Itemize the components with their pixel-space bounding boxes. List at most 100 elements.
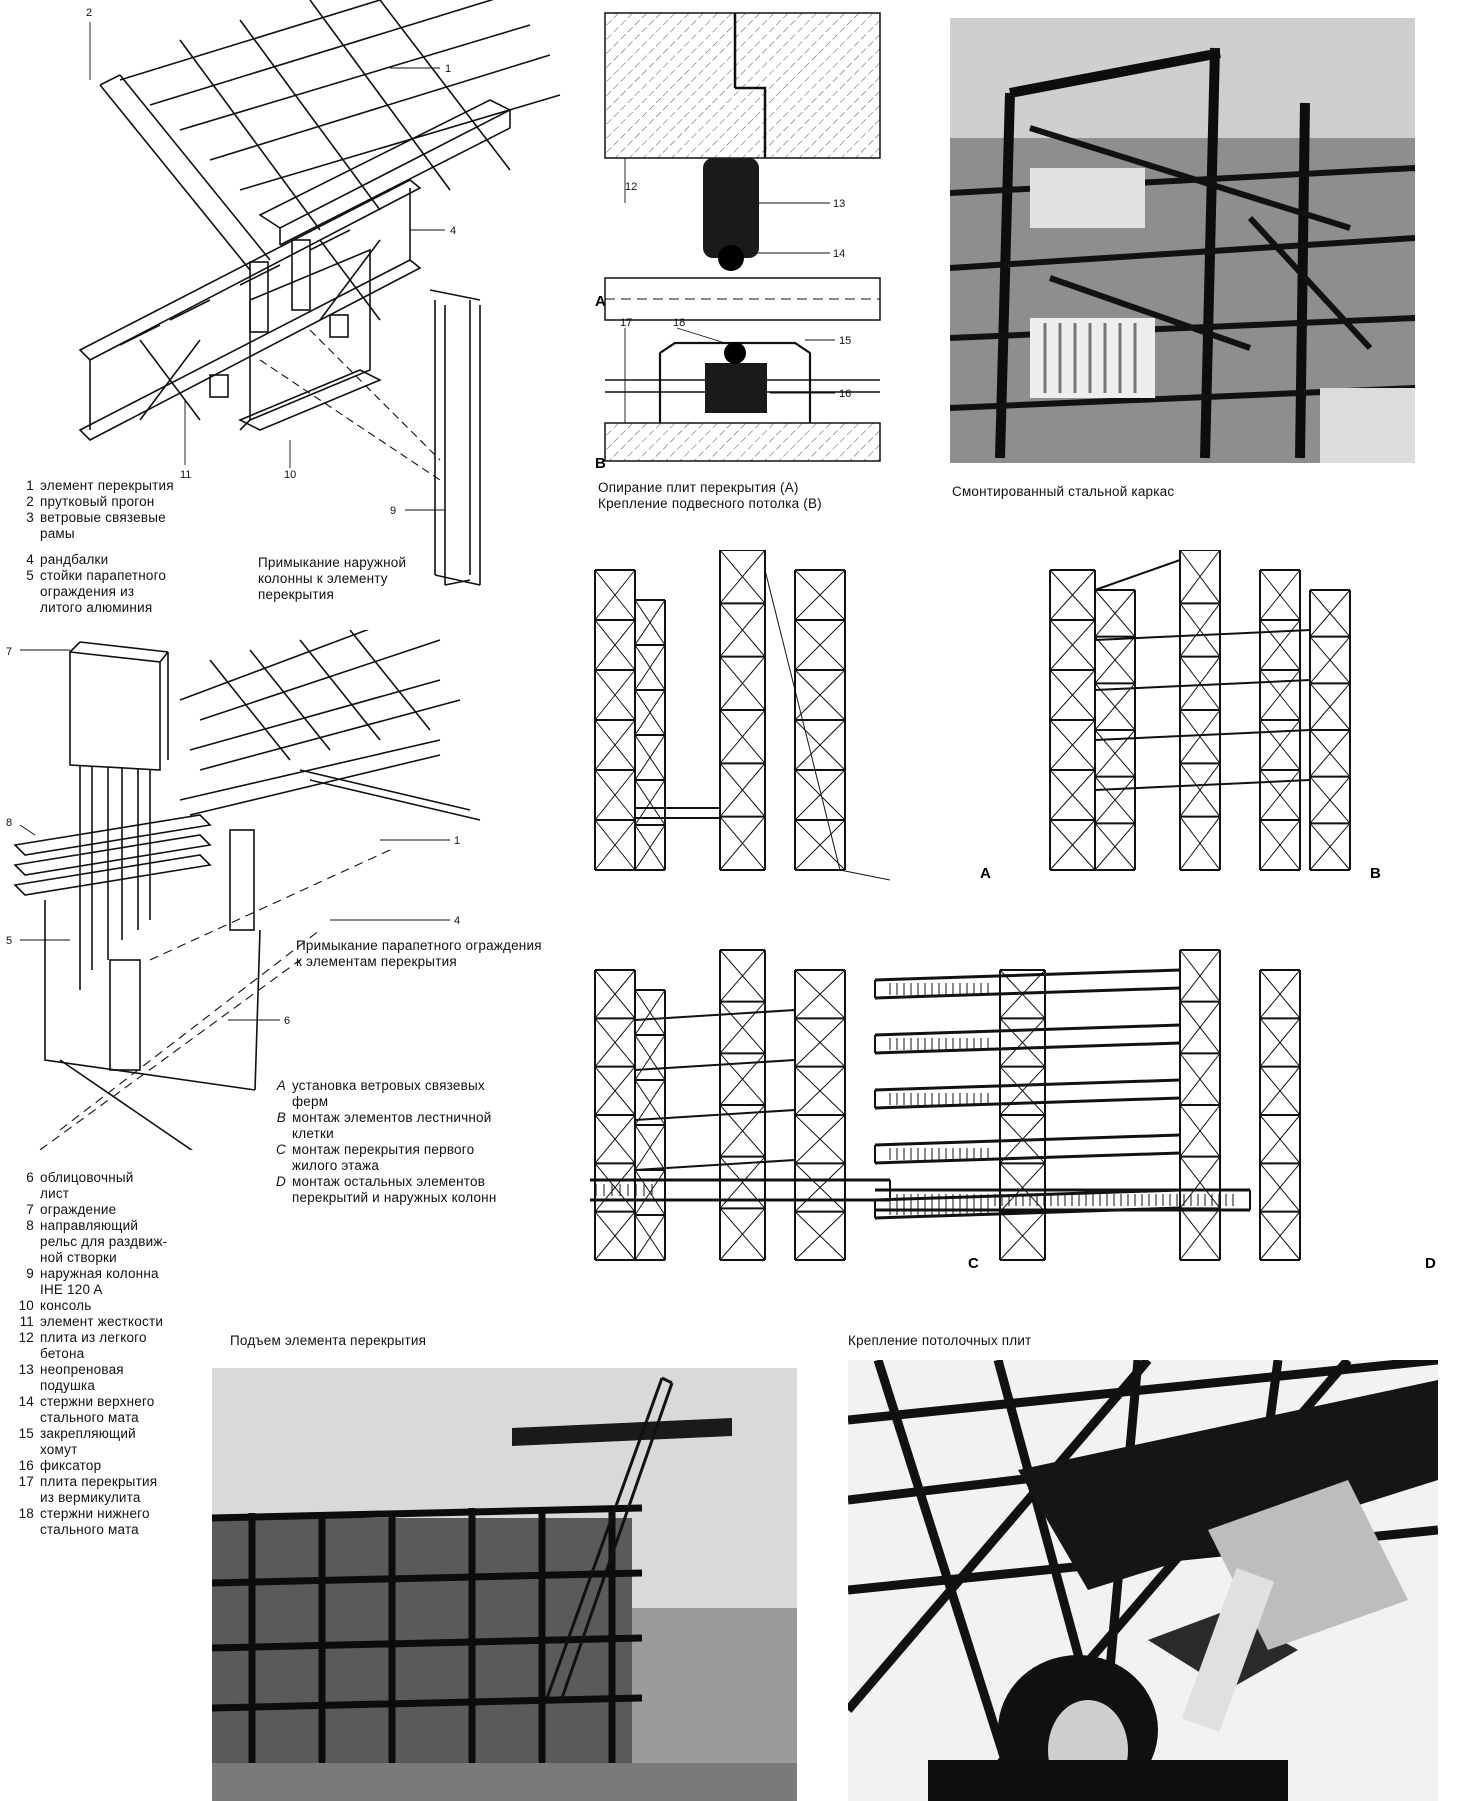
legend-text: направляющий рельс для раздвиж- ной ство… xyxy=(40,1218,168,1265)
callout-10: 10 xyxy=(284,469,296,481)
frame-member xyxy=(594,819,636,871)
callout-2: 2 xyxy=(86,7,92,19)
frame-member xyxy=(1179,1156,1221,1209)
legend-text: консоль xyxy=(40,1298,92,1313)
frame-member xyxy=(794,1162,846,1213)
frame-member xyxy=(794,1066,846,1116)
stage-d-marker: D xyxy=(1425,1255,1436,1272)
frame-member xyxy=(794,619,846,671)
legend-number: 15 xyxy=(18,1426,34,1441)
legend-text: стержни верхнего стального мата xyxy=(40,1394,155,1425)
frame-member xyxy=(1259,769,1301,821)
legend-number: 6 xyxy=(26,1170,34,1185)
frame-member xyxy=(1094,729,1311,741)
legend-number: B xyxy=(276,1110,286,1125)
callout-14: 14 xyxy=(833,248,845,260)
frame-member xyxy=(719,1104,766,1157)
frame-member xyxy=(1049,569,1096,621)
legend-number: 1 xyxy=(26,478,34,493)
frame-member xyxy=(999,1017,1046,1068)
slab-support-drawing: 12 13 14 17 18 15 16 A B xyxy=(595,12,881,468)
lifting-photo xyxy=(212,1368,797,1801)
callout-12: 12 xyxy=(625,181,637,193)
frame-member xyxy=(719,949,766,1002)
frame-member xyxy=(874,1078,1181,1092)
frame-member xyxy=(1179,1104,1221,1157)
legend-text: ограждение xyxy=(40,1202,117,1217)
frame-member xyxy=(594,769,636,821)
legend-text: неопреновая подушка xyxy=(40,1362,124,1393)
legend-text: наружная колонна IHE 120 A xyxy=(40,1266,159,1297)
frame-member xyxy=(594,1018,636,1067)
ceiling-caption: Крепление потолочных плит xyxy=(848,1333,1032,1348)
legend-text: стержни нижнего стального мата xyxy=(40,1506,150,1537)
legend-text: ветровые связевые рамы xyxy=(40,510,166,541)
frame-member xyxy=(594,969,636,1019)
frame-member xyxy=(1094,636,1136,684)
legend-item: 18 стержни нижнего стального мата xyxy=(18,1506,218,1538)
frame-member xyxy=(1094,679,1311,691)
frame-member xyxy=(719,656,766,711)
frame-member xyxy=(634,644,666,691)
callout-17: 17 xyxy=(620,317,632,329)
frame-member xyxy=(1094,776,1136,824)
stage-c-marker: C xyxy=(968,1255,979,1272)
ceiling-photo xyxy=(848,1360,1438,1801)
frame-member xyxy=(874,1041,1181,1055)
callout-18: 18 xyxy=(673,317,685,329)
frame-member xyxy=(1179,550,1221,604)
legend-text: закрепляющий хомут xyxy=(40,1426,136,1457)
frame-member xyxy=(1094,629,1311,641)
frame-member xyxy=(634,1009,796,1021)
legend-text: установка ветровых связевых ферм xyxy=(292,1078,485,1109)
frame-member xyxy=(634,734,666,781)
legend-number: 14 xyxy=(18,1394,34,1409)
frame-member xyxy=(1179,1001,1221,1054)
legend-number: 4 xyxy=(26,552,34,567)
callout-1b: 1 xyxy=(454,835,460,847)
frame-member xyxy=(794,769,846,821)
callout-4: 4 xyxy=(450,225,456,237)
frame-member xyxy=(634,1124,666,1171)
frame-member xyxy=(634,1079,666,1126)
floor-element-drawing: 2 1 4 11 10 9 xyxy=(78,0,561,586)
legend-text: плита перекрытия из вермикулита xyxy=(40,1474,158,1505)
frame-member xyxy=(874,986,1181,1000)
callout-6: 6 xyxy=(284,1015,290,1027)
legend-number: 13 xyxy=(18,1362,34,1377)
frame-member xyxy=(1259,1018,1301,1067)
frame-member xyxy=(634,989,666,1036)
legend-text: элемент жесткости xyxy=(40,1314,164,1329)
legend-number: 11 xyxy=(19,1314,34,1329)
frame-member xyxy=(634,1214,666,1261)
frame-member xyxy=(1179,656,1221,711)
frame-member xyxy=(594,1114,636,1164)
frame-member xyxy=(874,1096,1181,1110)
stage-a-marker: A xyxy=(980,865,991,882)
frame-member xyxy=(794,1017,846,1068)
frame-member xyxy=(874,1133,1181,1147)
frame-member xyxy=(794,819,846,871)
legend-item: 14 стержни верхнего стального мата xyxy=(18,1394,218,1426)
steel-frame-photo xyxy=(950,18,1415,463)
legend-number: 8 xyxy=(26,1218,34,1233)
legend-number: 17 xyxy=(18,1474,34,1489)
frame-member xyxy=(794,1114,846,1164)
frame-member xyxy=(634,1059,796,1071)
frame-member xyxy=(634,824,666,871)
frame-member xyxy=(1259,969,1301,1019)
legend-item: 8 направляющий рельс для раздвиж- ной ств… xyxy=(18,1218,218,1266)
legend-text: монтаж перекрытия первого жилого этажа xyxy=(292,1142,475,1173)
frame-member xyxy=(719,709,766,764)
frame-member xyxy=(1309,776,1351,824)
callout-1: 1 xyxy=(445,63,451,75)
frame-member xyxy=(594,569,636,621)
legend-text: фиксатор xyxy=(40,1458,102,1473)
frame-member xyxy=(719,816,766,871)
legend-number: 18 xyxy=(18,1506,34,1521)
frame-member xyxy=(1179,763,1221,817)
frame-member xyxy=(719,603,766,657)
